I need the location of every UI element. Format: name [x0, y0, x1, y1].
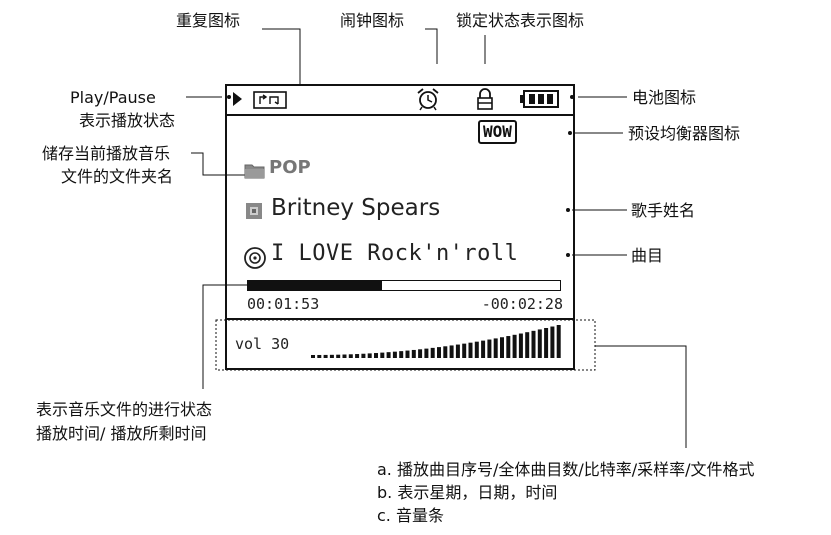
label-track: 曲目	[631, 246, 664, 265]
track-name: I LOVE Rock'n'roll	[271, 241, 519, 266]
volume-step	[399, 351, 404, 358]
volume-step	[537, 329, 542, 358]
label-battery-icon: 电池图标	[632, 88, 697, 107]
volume-step	[355, 354, 360, 358]
volume-step	[481, 340, 486, 358]
volume-step	[323, 354, 328, 358]
artist-icon	[246, 203, 262, 219]
volume-step	[443, 346, 448, 358]
repeat-icon	[253, 91, 287, 109]
label-play-pause-sub: 表示播放状态	[79, 111, 176, 130]
progress-fill	[248, 281, 383, 290]
label-progress-line2: 播放时间/ 播放所剩时间	[36, 424, 207, 443]
folder-icon	[244, 164, 265, 179]
volume-step	[336, 354, 341, 358]
volume-step	[317, 354, 322, 358]
progress-bar[interactable]	[247, 280, 561, 291]
volume-bar[interactable]	[309, 324, 565, 360]
disc-icon	[244, 247, 266, 269]
artist-name: Britney Spears	[271, 195, 441, 221]
remaining-time: -00:02:28	[481, 295, 563, 313]
volume-step	[474, 341, 479, 358]
volume-step	[418, 349, 423, 358]
status-bar	[225, 84, 573, 116]
info-line	[225, 318, 573, 320]
volume-step	[455, 344, 460, 358]
volume-step	[525, 332, 530, 358]
volume-step	[411, 349, 416, 358]
volume-step	[380, 352, 385, 358]
volume-step	[405, 350, 410, 358]
volume-step	[367, 353, 372, 358]
label-folder-line1: 储存当前播放音乐	[42, 144, 171, 163]
volume-step	[506, 336, 511, 358]
volume-step	[550, 326, 555, 358]
volume-step	[311, 355, 315, 358]
volume-step	[531, 330, 536, 358]
volume-step	[437, 347, 441, 358]
volume-step	[500, 337, 504, 358]
eq-badge: WOW	[478, 120, 517, 144]
volume-step	[512, 334, 517, 358]
alarm-icon	[417, 88, 439, 111]
volume-step	[468, 342, 473, 358]
volume-step	[348, 354, 353, 358]
volume-step	[424, 348, 429, 358]
label-info-a: a. 播放曲目序号/全体曲目数/比特率/采样率/文件格式	[377, 460, 755, 479]
label-alarm-icon: 闹钟图标	[340, 11, 405, 30]
elapsed-time: 00:01:53	[247, 295, 320, 313]
volume-step	[544, 327, 549, 358]
label-folder-line2: 文件的文件夹名	[61, 167, 174, 186]
volume-step	[329, 354, 334, 358]
folder-name: POP	[269, 157, 311, 178]
volume-step	[342, 354, 347, 358]
volume-step	[361, 353, 366, 358]
label-repeat-icon: 重复图标	[176, 11, 241, 30]
volume-step	[556, 325, 561, 358]
label-info-b: b. 表示星期，日期，时间	[377, 483, 558, 502]
label-progress-line1: 表示音乐文件的进行状态	[36, 400, 213, 419]
label-info-c: c. 音量条	[377, 506, 444, 525]
volume-step	[386, 352, 391, 358]
label-lock-icon: 锁定状态表示图标	[456, 11, 585, 30]
battery-icon	[520, 90, 559, 108]
volume-step	[449, 345, 454, 358]
volume-step	[392, 351, 397, 358]
volume-step	[493, 338, 498, 358]
lcd-screen: WOW POP Britney Spears I LOVE Rock'n'rol…	[225, 84, 575, 370]
lock-icon	[477, 88, 493, 110]
volume-step	[462, 343, 467, 358]
volume-label: vol 30	[235, 335, 290, 353]
label-eq-icon: 预设均衡器图标	[628, 124, 741, 143]
label-artist: 歌手姓名	[631, 201, 696, 220]
volume-step	[487, 339, 492, 358]
play-icon	[233, 92, 242, 106]
volume-step	[374, 353, 378, 358]
label-play-pause: Play/Pause	[70, 88, 156, 107]
volume-step	[518, 333, 523, 358]
volume-step	[430, 347, 435, 358]
